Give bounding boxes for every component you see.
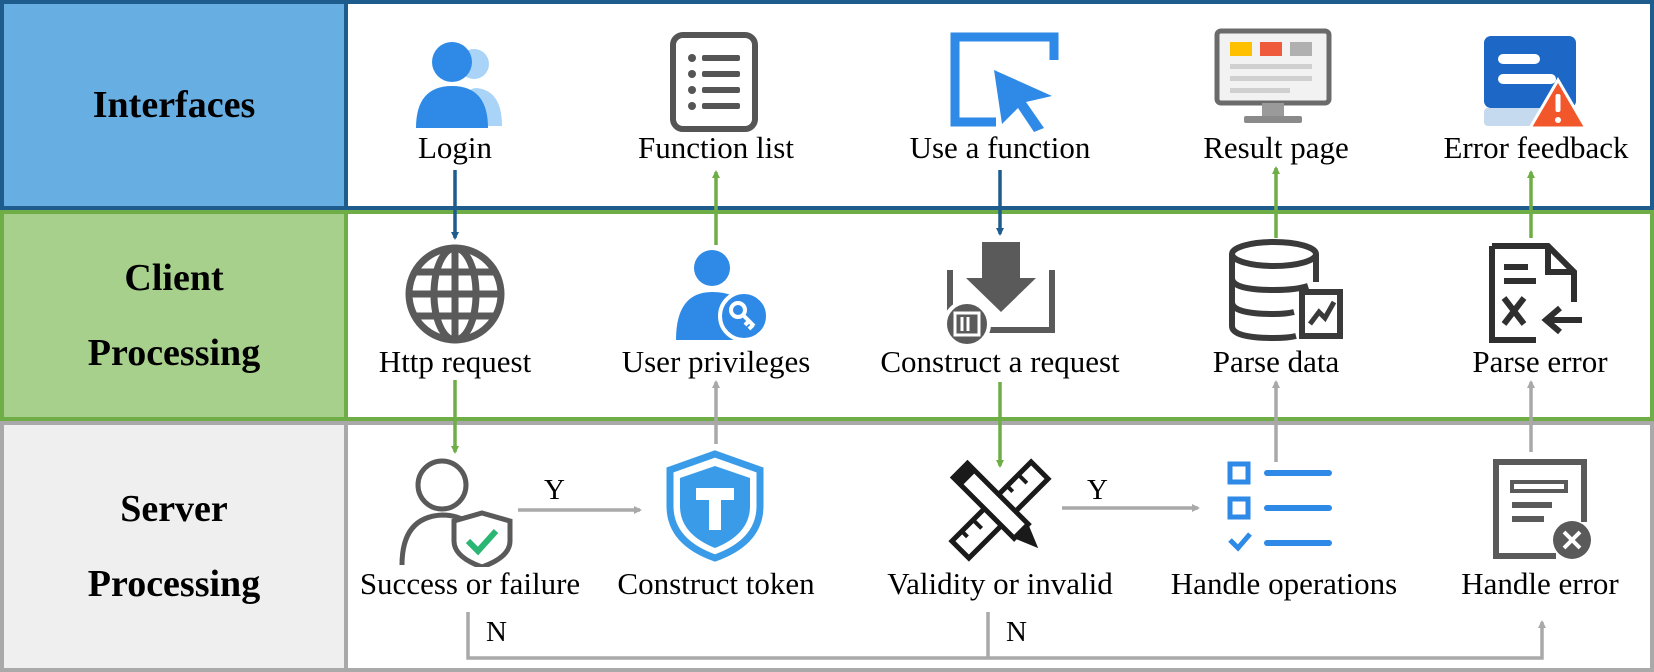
document-error-icon	[1489, 243, 1582, 343]
user-shield-icon	[399, 458, 513, 567]
lane-interfaces: Interfaces	[0, 0, 1654, 210]
database-chart-icon	[1229, 239, 1343, 342]
ruler-pencil-icon	[948, 458, 1052, 562]
lane-label-client: Client Processing	[4, 214, 348, 417]
yes-label: Y	[544, 474, 565, 506]
no-label: N	[1006, 616, 1027, 648]
lane-client-processing: Client Processing	[0, 210, 1654, 421]
monitor-icon	[1214, 28, 1332, 123]
node-handle-error: Handle error	[1461, 566, 1619, 601]
node-construct-token: Construct token	[617, 566, 815, 601]
download-tray-icon	[943, 242, 1055, 344]
lane-server-processing: Server Processing	[0, 421, 1654, 672]
node-login: Login	[417, 130, 493, 165]
yes-label: Y	[1087, 474, 1108, 506]
checklist-icon	[1227, 461, 1332, 552]
error-form-icon	[1493, 459, 1591, 559]
node-success-failure: Success or failure	[359, 566, 581, 601]
lane-label-server: Server Processing	[4, 425, 348, 668]
arrow-failure-loop	[466, 612, 1546, 660]
list-icon	[670, 32, 758, 132]
node-result-page: Result page	[1203, 130, 1349, 165]
no-label: N	[486, 616, 507, 648]
error-window-icon	[1484, 36, 1589, 130]
node-user-privileges: User privileges	[621, 344, 811, 379]
cursor-icon	[950, 32, 1059, 132]
node-handle-operations: Handle operations	[1170, 566, 1398, 601]
node-construct-request: Construct a request	[880, 344, 1120, 379]
node-http-request: Http request	[378, 344, 532, 379]
user-key-icon	[676, 250, 768, 342]
token-shield-icon	[666, 450, 764, 562]
node-error-feedback: Error feedback	[1443, 130, 1629, 165]
node-validity: Validity or invalid	[887, 566, 1113, 601]
node-parse-data: Parse data	[1212, 344, 1340, 379]
node-use-function: Use a function	[909, 130, 1091, 165]
node-parse-error: Parse error	[1472, 344, 1608, 379]
globe-icon	[405, 244, 505, 344]
lane-label-interfaces: Interfaces	[4, 4, 348, 206]
users-icon	[416, 42, 502, 128]
node-function-list: Function list	[638, 130, 794, 165]
